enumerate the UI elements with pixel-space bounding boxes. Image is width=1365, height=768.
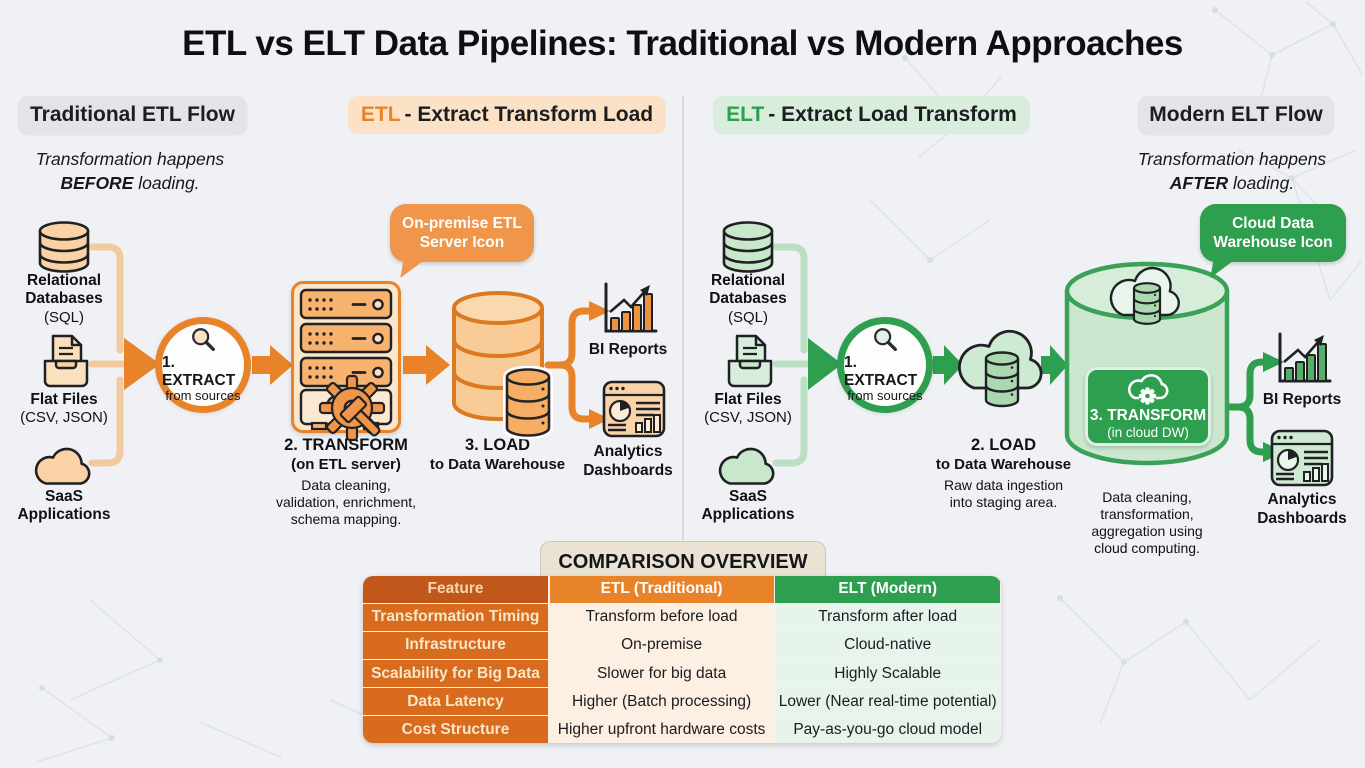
etl-analytics-dashboards-label: Analytics Dashboards	[583, 443, 673, 479]
elt-subtitle-rest: loading.	[1228, 172, 1295, 193]
table-cell-elt: Pay-as-you-go cloud model	[775, 716, 1001, 743]
etl-acronym: ETL	[360, 103, 401, 126]
table-row-feature: Infrastructure	[363, 632, 548, 659]
elt-load-label: 2. LOAD to Data Warehouse Raw data inges…	[935, 436, 1072, 510]
elt-analytics-dashboards-label: Analytics Dashboards	[1257, 491, 1347, 527]
etl-extract-sub: from sources	[165, 387, 241, 403]
cloud-gear-icon	[1127, 373, 1169, 405]
etl-extract-title: 1. EXTRACT	[162, 354, 236, 389]
etl-saas-label: SaaS Applications	[17, 488, 111, 524]
table-cell-etl: Transform before load	[549, 604, 774, 631]
elt-extract-sub: from sources	[847, 387, 923, 403]
table-cell-etl: Higher (Batch processing)	[549, 688, 774, 715]
elt-bi-reports-icon	[1278, 332, 1332, 383]
modern-elt-flow-label: Modern ELT Flow	[1149, 103, 1323, 126]
elt-definition-badge: ELT - Extract Load Transform	[713, 96, 1030, 134]
etl-definition-badge: ETL - Extract Transform Load	[348, 96, 666, 134]
elt-transform-title: 3. TRANSFORM	[1089, 406, 1207, 424]
etl-bi-reports-label: BI Reports	[588, 341, 668, 358]
table-cell-etl: Higher upfront hardware costs	[549, 716, 774, 743]
elt-flat-files-icon	[727, 334, 773, 388]
elt-definition-text: - Extract Load Transform	[768, 103, 1017, 126]
etl-database-label: Relational Databases (SQL)	[25, 272, 103, 326]
elt-extract-title: 1. EXTRACT	[844, 354, 918, 389]
table-row-feature: Cost Structure	[363, 716, 548, 743]
table-cell-etl: Slower for big data	[549, 660, 774, 687]
etl-load-label: 3. LOAD to Data Warehouse	[429, 436, 566, 473]
elt-analytics-dashboards-icon	[1270, 429, 1334, 487]
etl-definition-text: - Extract Transform Load	[404, 103, 654, 126]
elt-database-label: Relational Databases (SQL)	[709, 272, 787, 326]
etl-saas-cloud-icon	[34, 447, 91, 485]
etl-database-icon	[38, 221, 90, 273]
elt-magnifier-icon	[874, 328, 897, 352]
elt-saas-label: SaaS Applications	[701, 488, 795, 524]
table-row-feature: Transformation Timing	[363, 604, 548, 631]
etl-subtitle-line1: Transformation happens	[35, 149, 225, 169]
page-title: ETL vs ELT Data Pipelines: Traditional v…	[182, 24, 1183, 63]
elt-extract-step: 1. EXTRACT from sources	[837, 317, 933, 413]
table-cell-elt: Transform after load	[775, 604, 1001, 631]
elt-transform-desc: Data cleaning, transformation, aggregati…	[1091, 489, 1203, 557]
etl-flat-files-label: Flat Files (CSV, JSON)	[20, 391, 108, 427]
comparison-table: Feature ETL (Traditional) ELT (Modern) T…	[363, 576, 1001, 743]
traditional-etl-flow-badge: Traditional ETL Flow	[18, 96, 247, 134]
table-row-feature: Scalability for Big Data	[363, 660, 548, 687]
elt-subtitle-emphasis: AFTER	[1169, 172, 1229, 193]
elt-acronym: ELT	[726, 103, 765, 126]
on-premise-server-bubble: On-premise ETL Server Icon	[390, 204, 534, 262]
elt-staging-cloud-icon	[958, 329, 1043, 408]
etl-subtitle-rest: loading.	[133, 172, 200, 193]
table-header-feature: Feature	[363, 576, 548, 603]
etl-flat-files-icon	[43, 334, 89, 388]
elt-transform-step: 3. TRANSFORM (in cloud DW)	[1085, 367, 1211, 446]
etl-extract-step: 1. EXTRACT from sources	[155, 317, 251, 413]
traditional-etl-flow-label: Traditional ETL Flow	[30, 103, 235, 126]
elt-bi-reports-label: BI Reports	[1262, 391, 1342, 408]
elt-subtitle: Transformation happens AFTER loading.	[1122, 148, 1342, 195]
etl-subtitle-emphasis: BEFORE	[60, 172, 134, 193]
etl-subtitle: Transformation happens BEFORE loading.	[20, 148, 240, 195]
gear-hammer-icon	[318, 374, 386, 442]
cloud-data-warehouse-bubble-text: Cloud Data Warehouse Icon	[1213, 214, 1333, 251]
etl-server-icon	[299, 288, 393, 431]
table-header-etl: ETL (Traditional)	[549, 576, 774, 603]
etl-bi-reports-icon	[604, 282, 658, 333]
elt-flat-files-label: Flat Files (CSV, JSON)	[704, 391, 792, 427]
on-premise-server-bubble-text: On-premise ETL Server Icon	[402, 214, 522, 251]
table-cell-elt: Lower (Near real-time potential)	[775, 688, 1001, 715]
cloud-data-warehouse-bubble: Cloud Data Warehouse Icon	[1200, 204, 1346, 262]
etl-magnifier-icon	[192, 328, 215, 352]
elt-saas-cloud-icon	[718, 447, 775, 485]
elt-database-icon	[722, 221, 774, 273]
table-header-elt: ELT (Modern)	[775, 576, 1001, 603]
table-cell-elt: Highly Scalable	[775, 660, 1001, 687]
etl-server-card	[291, 281, 401, 433]
etl-analytics-dashboards-icon	[602, 380, 666, 438]
table-cell-etl: On-premise	[549, 632, 774, 659]
etl-transform-label: 2. TRANSFORM (on ETL server) Data cleani…	[275, 436, 417, 527]
elt-subtitle-line1: Transformation happens	[1137, 149, 1327, 169]
table-row-feature: Data Latency	[363, 688, 548, 715]
modern-elt-flow-badge: Modern ELT Flow	[1138, 96, 1334, 134]
elt-transform-sub: (in cloud DW)	[1107, 424, 1189, 440]
table-cell-elt: Cloud-native	[775, 632, 1001, 659]
etl-warehouse-small-cylinder-icon	[503, 366, 553, 440]
